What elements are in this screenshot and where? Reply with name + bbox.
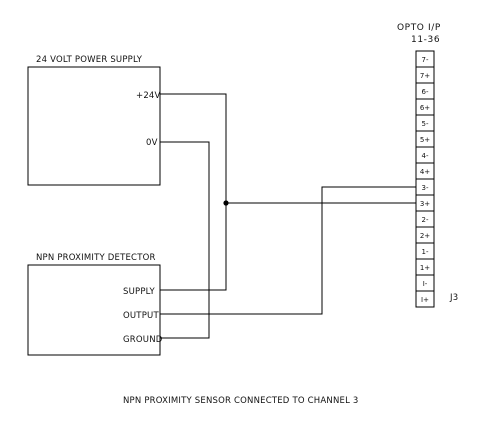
power-supply-pin-zero: 0V [146, 138, 158, 148]
terminal-header-line2: 11-36 [411, 35, 440, 45]
diagram-caption: NPN PROXIMITY SENSOR CONNECTED TO CHANNE… [123, 396, 359, 406]
power-supply-title: 24 VOLT POWER SUPPLY [36, 55, 143, 65]
terminal-pin-label: I+ [421, 296, 429, 304]
terminal-pin-label: 5+ [420, 136, 430, 144]
terminal-pin-label: 1- [422, 248, 429, 256]
terminal-header-line1: OPTO I/P [397, 23, 441, 33]
detector-pin-supply: SUPPLY [123, 287, 155, 297]
terminal-pin-label: 7- [422, 56, 429, 64]
terminal-pin-label: 3+ [420, 200, 430, 208]
terminal-pin-label: 5- [422, 120, 429, 128]
terminal-pin-label: 4- [422, 152, 429, 160]
detector-pin-output: OUTPUT [123, 311, 159, 321]
terminal-pin-label: 7+ [420, 72, 430, 80]
detector-box [27, 264, 161, 356]
terminal-block: OPTO I/P 11-36 7- 7+ 6- 6+ 5- 5+ 4- 4+ 3- 3+ 2- 2+ 1… [397, 23, 458, 308]
junction-dot [223, 200, 229, 206]
power-supply: 24 VOLT POWER SUPPLY +24V 0V [27, 55, 161, 186]
power-supply-pin-pos: +24V [136, 91, 161, 101]
terminal-pin-label: 3- [422, 184, 429, 192]
terminal-pin-label: 6+ [420, 104, 430, 112]
detector-title: NPN PROXIMITY DETECTOR [36, 253, 156, 263]
terminal-pin-label: I- [423, 280, 428, 288]
detector-pin-ground: GROUND [123, 335, 163, 345]
wire-output [160, 186, 416, 315]
terminal-pin-label: 2- [422, 216, 429, 224]
proximity-detector: NPN PROXIMITY DETECTOR SUPPLY OUTPUT GRO… [27, 253, 163, 356]
wire-supply [160, 93, 227, 291]
terminal-pin-label: 6- [422, 88, 429, 96]
terminal-label: J3 [449, 293, 458, 303]
terminal-pin-cell [415, 290, 435, 308]
wires [160, 93, 416, 339]
power-supply-box [27, 66, 161, 186]
terminal-pin-label: 2+ [420, 232, 430, 240]
wire-ground [160, 141, 210, 339]
terminal-pin-label: 4+ [420, 168, 430, 176]
terminal-pin-label: 1+ [420, 264, 430, 272]
terminal-pins: 7- 7+ 6- 6+ 5- 5+ 4- 4+ 3- 3+ 2- 2+ 1- 1+ I- I+ [415, 50, 435, 308]
